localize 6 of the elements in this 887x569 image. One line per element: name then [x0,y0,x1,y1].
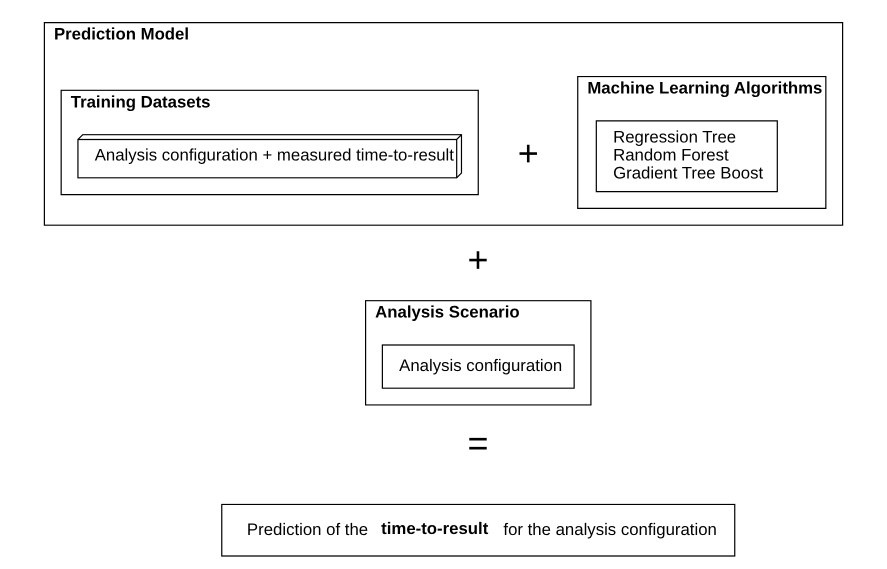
node-box: Regression Tree Random Forest Gradient Tree Boost [596,120,778,192]
node-box: Prediction of the time-to-result for the analysis configuration [221,504,736,557]
label: + [518,132,539,174]
label: = [467,422,488,464]
label: + [467,238,488,280]
node-box: Analysis configuration [382,344,575,389]
